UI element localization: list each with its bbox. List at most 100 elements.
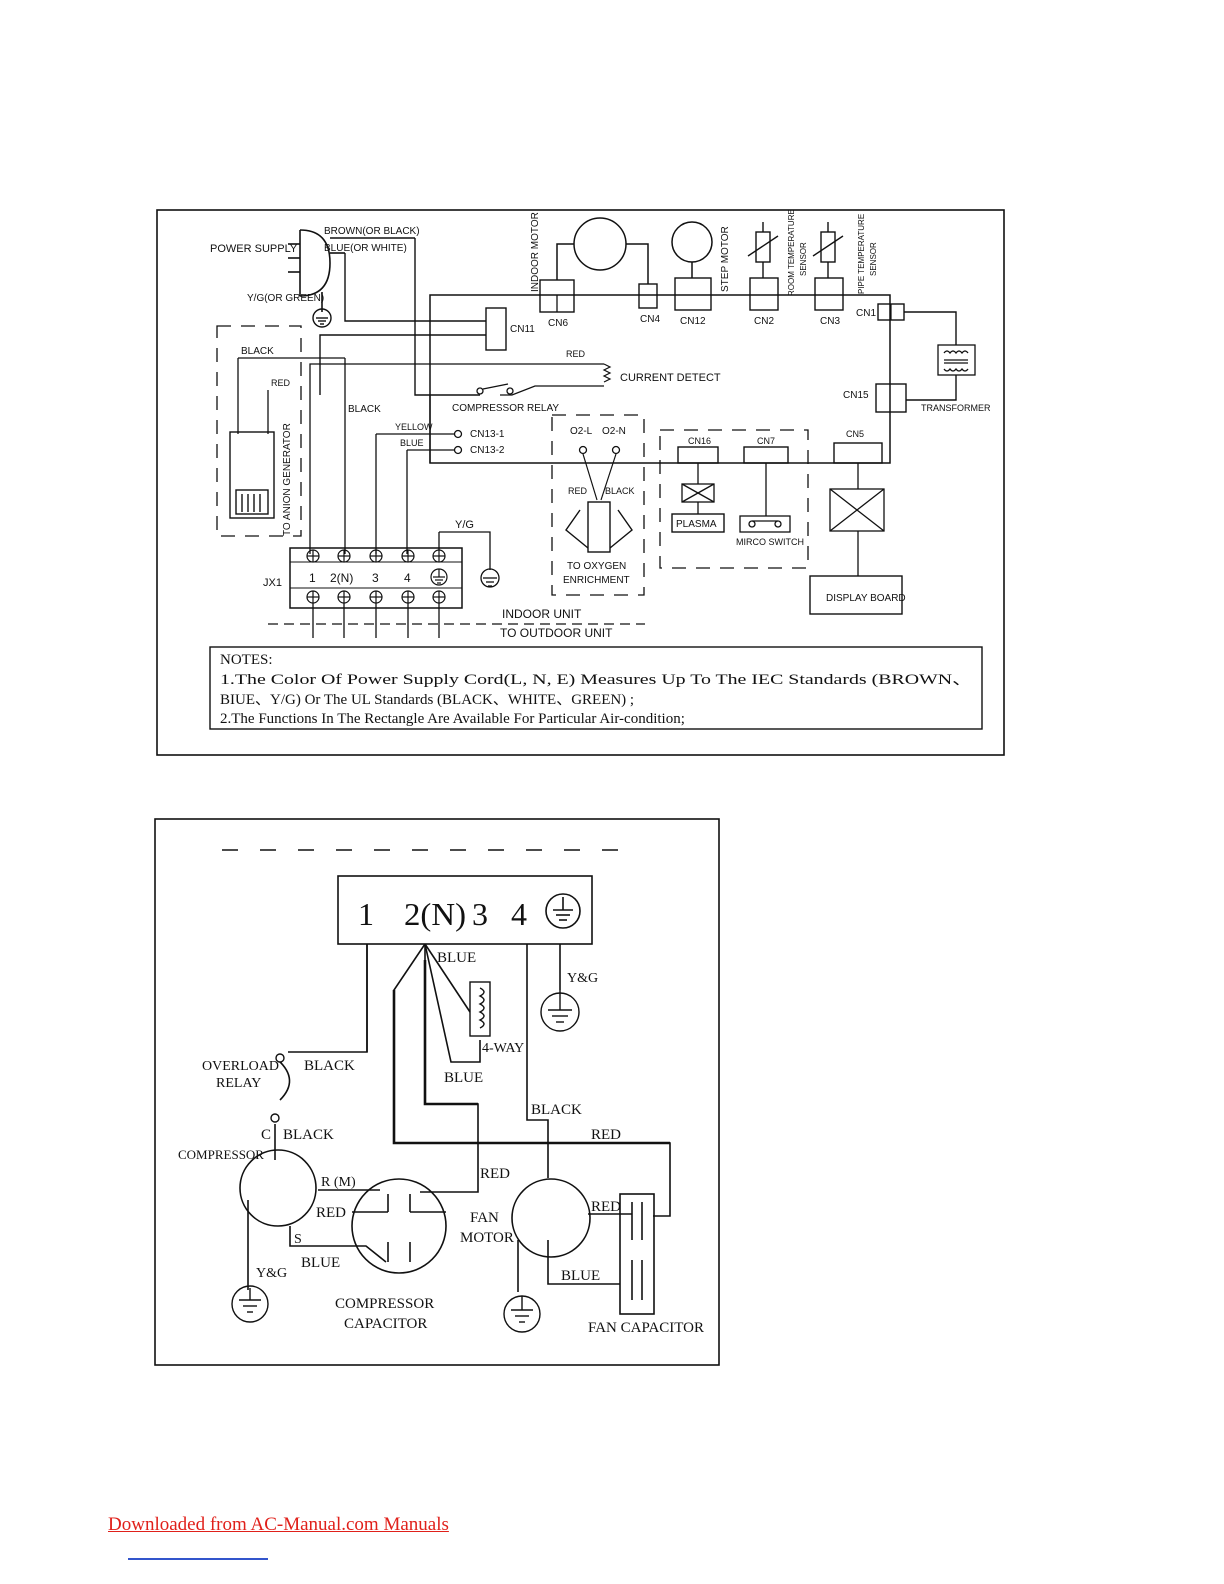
micro-switch-icon: [739, 515, 791, 533]
oxygen-enrichment-box: [551, 414, 645, 596]
notes-line-2: BIUE、Y/G) Or The UL Standards (BLACK、WHI…: [220, 692, 634, 708]
cn7-label: CN7: [757, 436, 775, 446]
cn15-connector: [875, 383, 907, 413]
cn5-connector: [833, 442, 883, 464]
compressor-capacitor-label-2: CAPACITOR: [344, 1316, 427, 1332]
blue-label: BLUE: [400, 438, 424, 448]
fan-capacitor-icon: [588, 1193, 655, 1315]
four-way-label: 4-WAY: [482, 1041, 524, 1056]
display-board-label: DISPLAY BOARD: [826, 593, 906, 604]
pipe-temperature-sensor-icon: [812, 222, 844, 278]
fan-capacitor-label: FAN CAPACITOR: [588, 1320, 704, 1336]
transformer-label: TRANSFORMER: [921, 403, 991, 413]
outdoor-terminal-2: 2(N): [404, 896, 466, 932]
ground-icon: [480, 568, 500, 588]
cn3-connector: [814, 277, 844, 311]
black-mid-label: BLACK: [348, 404, 381, 415]
micro-switch-label: MIRCO SWITCH: [736, 537, 804, 547]
o2l-label: O2-L: [570, 426, 593, 437]
cn12-label: CN12: [680, 316, 706, 327]
terminal-4-label: 4: [404, 571, 411, 585]
outdoor-diagram-frame: [154, 818, 720, 1366]
power-wires: [344, 238, 486, 396]
indoor-diagram-frame: [156, 209, 1005, 756]
notes-line-3: 2.The Functions In The Rectangle Are Ava…: [220, 711, 685, 727]
ground-icon: [545, 893, 581, 929]
plasma-box: [671, 513, 725, 533]
to-oxygen-label-2: ENRICHMENT: [563, 575, 630, 586]
jx1-label: JX1: [263, 577, 282, 589]
indoor-unit-label: INDOOR UNIT: [502, 607, 582, 621]
red-o2-label: RED: [568, 486, 588, 496]
anion-generator-label: TO ANION GENERATOR: [282, 423, 293, 536]
black-c-label: BLACK: [283, 1127, 334, 1143]
red-cap-label: RED: [316, 1205, 346, 1221]
black-top-label: BLACK: [241, 346, 274, 357]
ground-icon: [312, 308, 332, 328]
compressor-relay-label: COMPRESSOR RELAY: [452, 403, 559, 414]
notes-box: [209, 646, 983, 730]
black-o2-label: BLACK: [605, 486, 635, 496]
indoor-motor-label: INDOOR MOTOR: [530, 212, 541, 292]
anion-generator-icon: [229, 431, 275, 519]
plasma-icon: [681, 483, 715, 514]
cn3-label: CN3: [820, 316, 840, 327]
red-wire-label: RED: [566, 349, 586, 359]
room-temperature-sensor-label: ROOM TEMPERATURE: [787, 209, 796, 296]
blue-fan-capacitor-label: BLUE: [561, 1268, 600, 1284]
terminal-1-label: 1: [309, 571, 316, 585]
yellow-label: YELLOW: [395, 422, 433, 432]
display-board: [809, 575, 903, 615]
blue-s-label: BLUE: [301, 1255, 340, 1271]
ground-icon: [231, 1285, 269, 1323]
compressor-capacitor-label-1: COMPRESSOR: [335, 1296, 434, 1312]
cn16-connector: [677, 446, 719, 464]
current-detect-label: CURRENT DETECT: [620, 372, 721, 384]
step-motor-label: STEP MOTOR: [720, 226, 731, 292]
ground-icon: [503, 1295, 541, 1333]
transformer-icon: [937, 344, 976, 376]
yg-label: Y/G: [455, 519, 474, 531]
rm-label: R (M): [321, 1175, 356, 1190]
overload-relay-label-2: RELAY: [216, 1076, 261, 1091]
display-connector-icon: [829, 488, 885, 532]
fan-motor-label-2: MOTOR: [460, 1230, 514, 1246]
compressor-label: COMPRESSOR: [178, 1147, 264, 1162]
power-plug-icon: [288, 229, 415, 312]
current-detect-coil-icon: [602, 363, 612, 383]
indoor-motor-icon: [556, 217, 649, 284]
s-label: S: [294, 1232, 302, 1247]
cn4-label: CN4: [640, 314, 660, 325]
to-outdoor-unit-label: TO OUTDOOR UNIT: [500, 626, 613, 640]
o2n-label: O2-N: [602, 426, 626, 437]
cn5-label: CN5: [846, 429, 864, 439]
room-temperature-sensor-label-2: SENSOR: [799, 242, 808, 276]
blue-or-white-label: BLUE(OR WHITE): [324, 243, 407, 254]
room-temperature-sensor-icon: [747, 222, 779, 278]
fan-motor-icon: [511, 1178, 591, 1258]
oxygen-module-icon: [565, 501, 633, 553]
outdoor-terminal-block: [337, 875, 593, 945]
yg-right-label: Y&G: [567, 971, 598, 986]
terminal-2-label: 2(N): [330, 571, 353, 585]
footer-download-link[interactable]: Downloaded from AC-Manual.com Manuals: [108, 1514, 449, 1535]
outdoor-wiring-diagram: 1 2(N) 3 4: [154, 818, 720, 1366]
notes-line-1: 1.The Color Of Power Supply Cord(L, N, E…: [220, 672, 972, 688]
cn12-connector: [674, 277, 712, 311]
anion-generator-box: [216, 325, 302, 537]
cn1-label: CN1: [856, 308, 876, 319]
cn4-connector: [638, 283, 658, 309]
ground-icon: [540, 990, 580, 1032]
cn16-label: CN16: [688, 436, 711, 446]
yg-or-green-label: Y/G(OR GREEN): [247, 293, 324, 304]
fan-motor-label-1: FAN: [470, 1210, 499, 1226]
compressor-relay-icon: [476, 383, 514, 395]
black-right-label: BLACK: [531, 1102, 582, 1118]
red-anion-label: RED: [271, 378, 291, 388]
overload-relay-label-1: OVERLOAD: [202, 1059, 279, 1074]
cn11-connector: [485, 307, 507, 351]
power-supply-label: POWER SUPPLY: [210, 243, 298, 255]
pipe-temperature-sensor-label-2: SENSOR: [869, 242, 878, 276]
cn2-connector: [749, 277, 779, 311]
blue-mid-label: BLUE: [444, 1070, 483, 1086]
